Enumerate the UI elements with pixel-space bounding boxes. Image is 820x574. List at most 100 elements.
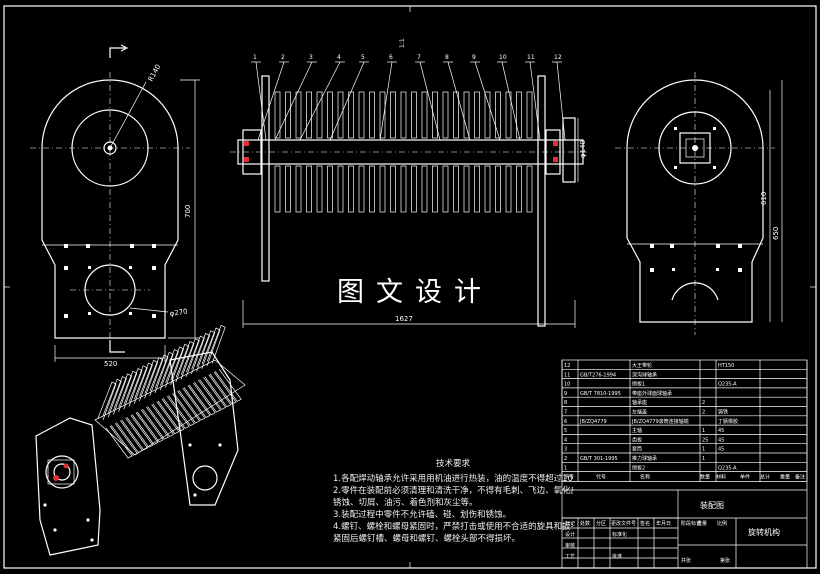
iso-tooth (188, 382, 216, 416)
bom-cell: 侧板2 (632, 464, 645, 471)
tooth-upper (432, 91, 438, 139)
tooth-upper (505, 91, 512, 139)
tooth-upper (484, 91, 491, 139)
iso-tooth (152, 401, 180, 435)
title-block-label: 分区 (596, 520, 606, 527)
iso-tooth (131, 412, 159, 445)
iso-tooth (123, 368, 143, 407)
tooth-upper (337, 91, 344, 139)
tooth-upper (327, 91, 333, 139)
iso-tooth (147, 404, 175, 437)
tooth-upper (453, 91, 459, 139)
part-number-label: 7 (417, 54, 421, 61)
iso-tooth (136, 409, 164, 443)
bom-cell: Q235-A (718, 465, 737, 471)
tooth-upper (358, 91, 365, 139)
tooth-lower (348, 165, 354, 213)
tooth-lower (337, 165, 344, 213)
title-block-label: 工艺 (565, 554, 575, 560)
bom-cell: 2 (702, 410, 705, 416)
iso-tooth (173, 390, 201, 424)
left-side-view: R140 700 φ270 520 (30, 44, 200, 368)
tooth-lower (316, 165, 323, 213)
title-block-label: 签名 (640, 520, 650, 527)
bom-header-cell: 材料 (716, 474, 726, 481)
right-side-view: 610 650 (615, 72, 783, 335)
left-height-dim: 700 (184, 205, 192, 218)
tooth-lower (379, 165, 386, 213)
bom-header-cell: 名称 (640, 474, 650, 481)
part-number-label: 8 (445, 54, 449, 61)
iso-tooth (110, 423, 138, 456)
part-number-label: 3 (309, 54, 313, 61)
iso-tooth (142, 406, 169, 440)
title-block-label: 标记 (565, 520, 575, 527)
iso-tooth (134, 362, 153, 402)
iso-tooth (196, 330, 216, 369)
bom-cell: 1 (702, 428, 705, 434)
bom-header-cell: 数量 (700, 474, 710, 481)
iso-tooth (204, 374, 232, 408)
bom-cell: HT150 (718, 363, 734, 369)
bom-cell: 8 (564, 400, 567, 406)
iso-tooth (194, 379, 221, 413)
bom-header-cell: 备注 (795, 474, 805, 481)
bom-cell: JB/ZQ4779 (579, 419, 607, 425)
tooth-upper (400, 91, 407, 139)
bom-cell: Q235-A (718, 382, 737, 388)
bom-cell: 45 (718, 428, 724, 434)
tooth-upper (274, 91, 281, 139)
part-number-label: 4 (337, 54, 341, 61)
iso-tooth (165, 346, 185, 386)
tooth-upper (411, 91, 417, 139)
iso-tooth (154, 351, 174, 391)
bom-cell: 12 (564, 363, 570, 369)
iso-tooth (186, 335, 205, 375)
watermark: 图文设计 (300, 266, 530, 312)
part-number-label: 11 (527, 54, 535, 61)
bom-header-cell: 重量 (780, 474, 790, 481)
tech-note-line: 紧固后螺钉槽、螺母和螺钉、螺栓头部不得损坏。 (333, 534, 521, 544)
bom-cell: 1 (564, 465, 567, 471)
iso-tooth (126, 414, 154, 448)
left-width-dim: 520 (104, 360, 117, 368)
iso-tooth (118, 370, 138, 410)
bom-header-cell: 单件 (740, 474, 750, 481)
left-radius-dim: R140 (147, 63, 163, 83)
iso-tooth (121, 417, 149, 451)
iso-tooth (178, 387, 206, 421)
bom-cell: GB/T276-1994 (580, 372, 616, 378)
tech-note-line: 锈蚀、切屑、油污、着色剂和灰尘等。 (333, 498, 478, 508)
iso-tooth (102, 378, 122, 418)
iso-tooth (113, 373, 133, 413)
tooth-lower (453, 165, 459, 213)
front-length-dim: 1627 (395, 315, 413, 323)
tooth-lower (505, 165, 512, 213)
iso-tooth (157, 398, 185, 432)
title-block-label: 批准 (612, 553, 622, 560)
title-block-label: 设计 (565, 531, 575, 538)
tooth-upper (463, 91, 470, 139)
bom-header-cell: 序号 (564, 474, 574, 481)
bom-cell: 丁腈橡胶 (718, 418, 738, 425)
iso-tooth (97, 381, 117, 421)
bom-cell: 25 (702, 437, 708, 443)
part-number-label: 6 (389, 54, 393, 61)
part-number-label: 2 (281, 54, 285, 61)
bom-header-cell: 代号 (596, 474, 606, 481)
title-block-label: 标准化 (612, 531, 627, 538)
tooth-lower (484, 165, 491, 213)
part-number-label: 9 (472, 54, 476, 61)
iso-tooth (209, 371, 237, 405)
iso-tooth (108, 376, 127, 415)
tooth-lower (369, 165, 375, 213)
left-hole-dim: φ270 (169, 308, 188, 318)
bom-cell: 深沟球轴承 (632, 371, 657, 378)
part-number-label: 12 (554, 54, 562, 61)
tooth-upper (369, 91, 375, 139)
bom-cell: 45 (718, 447, 724, 453)
tooth-lower (358, 165, 365, 213)
tooth-plates (274, 91, 533, 213)
tech-note-line: 3.装配过程中零件不允许磕、碰、划伤和锈蚀。 (333, 510, 512, 520)
